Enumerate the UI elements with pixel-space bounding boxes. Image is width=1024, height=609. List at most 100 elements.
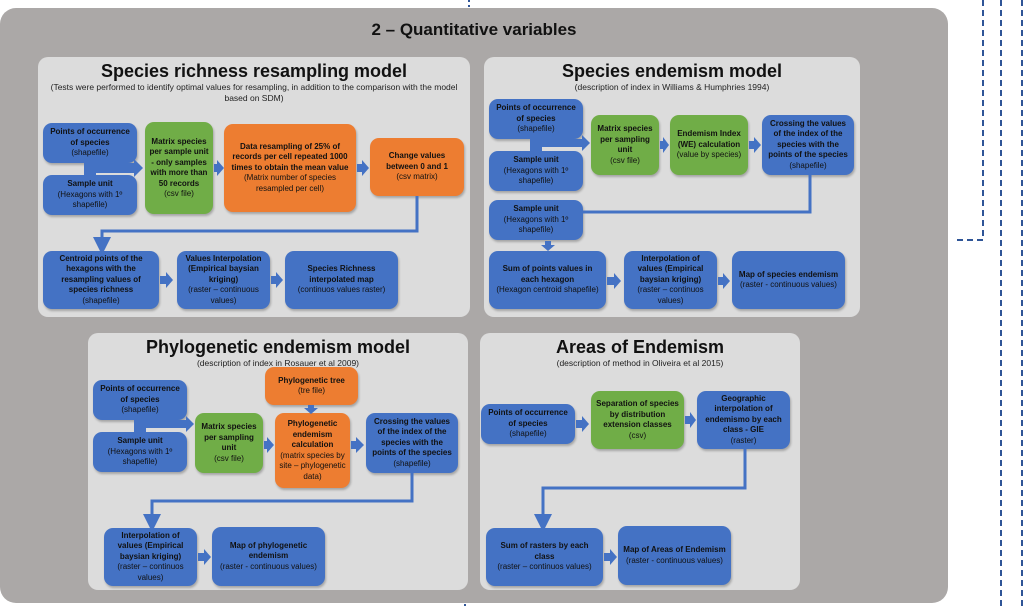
connector-elbow bbox=[143, 473, 414, 532]
box-title: Values Interpolation (Empirical baysian … bbox=[185, 253, 262, 284]
box-title: Phylogenetic endemism calculation bbox=[287, 419, 338, 449]
arrow-right bbox=[214, 160, 224, 176]
box-detail: (tre file) bbox=[297, 386, 326, 395]
connector-elbow bbox=[93, 196, 419, 255]
box-centroid-points: Centroid points of the hexagons with the… bbox=[43, 251, 159, 309]
box-title: Separation of species by distribution ex… bbox=[596, 399, 679, 429]
box-detail: (raster - continuous values) bbox=[626, 555, 723, 565]
box-detail: (continuos values raster) bbox=[297, 285, 386, 295]
connector-join bbox=[84, 162, 96, 176]
arrow-right bbox=[351, 437, 364, 453]
box-detail: (raster - continuous values) bbox=[740, 280, 837, 289]
arrow-right bbox=[146, 416, 194, 432]
box-detail: (Hexagon centroid shapefile) bbox=[496, 285, 599, 295]
box-title: Map of phylogenetic endemism bbox=[229, 540, 308, 561]
arrow-right bbox=[264, 437, 274, 453]
arrow-right bbox=[576, 416, 589, 432]
box-points-occurrence: Points of occurrence of species(shapefil… bbox=[489, 99, 583, 139]
arrow-right bbox=[160, 272, 173, 288]
box-interpolation: Interpolation of values (Empirical baysi… bbox=[104, 528, 197, 586]
box-title: Sample unit bbox=[117, 436, 163, 446]
arrow-right bbox=[271, 272, 283, 288]
box-title: Map of species endemism bbox=[738, 269, 839, 279]
box-title: Crossing the values of the index of the … bbox=[372, 416, 452, 458]
box-sample-unit-2: Sample unit(Hexagons with 1º shapefile) bbox=[489, 200, 583, 240]
box-detail: (Hexagons with 1º shapefile) bbox=[57, 189, 123, 210]
panel-title: Species endemism model bbox=[561, 61, 783, 81]
box-title: Interpolation of values (Empirical baysi… bbox=[637, 253, 704, 284]
box-detail: (csv file) bbox=[214, 453, 244, 463]
box-title: Crossing the values of the index of the … bbox=[768, 118, 848, 160]
panel-subtitle: (Tests were performed to identify optima… bbox=[50, 82, 458, 103]
arrow-right bbox=[198, 549, 211, 565]
connector-join bbox=[530, 138, 542, 152]
box-title: Change values between 0 and 1 bbox=[386, 151, 448, 171]
box-matrix-species: Matrix species per sampling unit(csv fil… bbox=[195, 413, 263, 473]
arrow-right bbox=[660, 137, 669, 153]
box-title: Interpolation of values (Empirical baysi… bbox=[117, 530, 184, 561]
box-detail: (shapefile) bbox=[393, 458, 431, 468]
box-detail: (Hexagons with 1º shapefile) bbox=[503, 165, 569, 186]
box-detail: (matrix species by site – phylogenetic d… bbox=[279, 450, 346, 481]
box-change-values: Change values between 0 and 1(csv matrix… bbox=[370, 138, 464, 196]
box-sample-unit: Sample unit(Hexagons with 1º shapefile) bbox=[93, 432, 187, 472]
box-detail: (raster – continuous values) bbox=[188, 285, 259, 305]
arrow-right bbox=[542, 135, 590, 151]
box-crossing-values: Crossing the values of the index of the … bbox=[366, 413, 458, 473]
arrow-right bbox=[749, 137, 761, 153]
box-detail: (csv matrix) bbox=[396, 172, 438, 182]
box-detail: (Hexagons with 1º shapefile) bbox=[503, 214, 569, 235]
box-title: Matrix species per sampling unit bbox=[201, 422, 257, 452]
box-phylogenetic-map: Map of phylogenetic endemism(raster - co… bbox=[212, 527, 325, 586]
box-phylogenetic-tree: Phylogenetic tree(tre file) bbox=[265, 367, 358, 405]
connector-join bbox=[134, 419, 146, 433]
panel-title: Phylogenetic endemism model bbox=[145, 337, 411, 357]
box-detail: (value by species) bbox=[676, 150, 742, 160]
box-detail: (Matrix number of species resampled per … bbox=[243, 173, 337, 193]
box-sample-unit: Sample unit(Hexagons with 1º shapefile) bbox=[489, 151, 583, 191]
box-title: Phylogenetic tree bbox=[278, 375, 345, 385]
box-detail: (shapefile) bbox=[517, 124, 555, 134]
arrow-right bbox=[718, 273, 730, 289]
box-title: Points of occurrence of species bbox=[100, 384, 180, 404]
box-interpolation: Interpolation of values (Empirical baysi… bbox=[624, 251, 717, 309]
box-areas-map: Map of Areas of Endemism(raster - contin… bbox=[618, 526, 731, 585]
box-detail: (shapefile) bbox=[789, 160, 827, 170]
arrow-right bbox=[96, 159, 143, 177]
box-title: Points of occurrence of species bbox=[496, 103, 576, 123]
box-detail: (csv) bbox=[628, 430, 647, 440]
box-detail: (raster – continuos values) bbox=[117, 562, 184, 582]
box-matrix-species: Matrix species per sample unit - only sa… bbox=[145, 122, 213, 214]
box-title: Centroid points of the hexagons with the… bbox=[59, 253, 143, 295]
box-title: Map of Areas of Endemism bbox=[623, 545, 726, 554]
box-title: Sum of points values in each hexagon bbox=[502, 264, 593, 284]
box-detail: (raster – continuos values) bbox=[497, 562, 592, 572]
box-detail: (Hexagons with 1º shapefile) bbox=[107, 446, 173, 467]
panel-subtitle: (description of method in Oliveira et al… bbox=[556, 358, 724, 368]
box-detail: (csv file) bbox=[164, 189, 194, 198]
box-geographic-interpolation: Geographic interpolation of endemismo by… bbox=[697, 391, 790, 449]
box-detail: (raster – continuos values) bbox=[637, 285, 704, 305]
connector-elbow bbox=[534, 449, 747, 532]
box-title: Sample unit bbox=[513, 204, 559, 214]
box-detail: (raster) bbox=[730, 435, 757, 445]
box-values-interpolation: Values Interpolation (Empirical baysian … bbox=[177, 251, 270, 309]
arrow-down bbox=[541, 241, 555, 251]
box-points-occurrence: Points of occurrence of species(shapefil… bbox=[93, 380, 187, 420]
box-title: Geographic interpolation of endemismo by… bbox=[705, 393, 782, 435]
box-title: Sum of rasters by each class bbox=[500, 541, 589, 561]
box-endemism-map: Map of species endemism(raster - continu… bbox=[732, 251, 845, 309]
box-detail: (raster - continuous values) bbox=[220, 561, 317, 571]
box-title: Sample unit bbox=[513, 155, 559, 165]
box-title: Matrix species per sampling unit bbox=[597, 124, 653, 154]
box-separation-species: Separation of species by distribution ex… bbox=[591, 391, 684, 449]
box-endemism-index: Endemism Index (WE) calculation(value by… bbox=[670, 115, 748, 175]
box-matrix-species: Matrix species per sampling unit(csv fil… bbox=[591, 115, 659, 175]
box-crossing-values: Crossing the values of the index of the … bbox=[762, 115, 854, 175]
panel-subtitle: (description of index in Williams & Hump… bbox=[574, 82, 770, 92]
box-detail: (shapefile) bbox=[121, 405, 159, 415]
box-detail: (shapefile) bbox=[71, 148, 109, 158]
box-title: Matrix species per sample unit - only sa… bbox=[149, 136, 209, 188]
box-detail: (shapefile) bbox=[82, 295, 120, 305]
